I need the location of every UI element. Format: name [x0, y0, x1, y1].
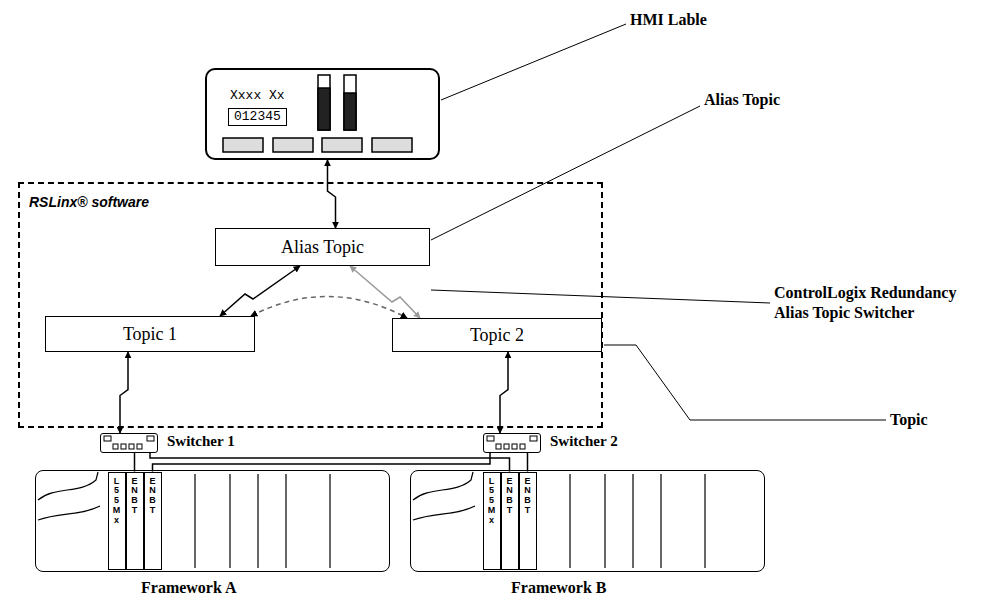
ethernet-module: ENBT	[501, 472, 519, 570]
link-arrow	[251, 296, 407, 318]
link-arrow	[500, 352, 508, 433]
port-symbol	[113, 444, 118, 449]
port-symbol	[530, 436, 537, 441]
rack-slot	[257, 474, 258, 568]
ethernet-module: ENBT	[144, 472, 162, 570]
topic-box: Topic 2	[392, 318, 602, 352]
rack-slot	[194, 474, 195, 568]
node-text: L55Mx	[112, 477, 121, 569]
link-arrow	[350, 266, 420, 318]
port-symbol	[137, 444, 142, 449]
topic-box: Topic 1	[45, 316, 255, 352]
rack-cable	[38, 506, 100, 520]
hmi-button	[322, 138, 362, 152]
rack-slot	[660, 474, 661, 568]
rack-cable	[38, 472, 98, 500]
hmi-button	[223, 138, 263, 152]
port-symbol	[496, 444, 501, 449]
rack-slot	[604, 474, 605, 568]
software-region: RSLinx® softwareAlias TopicTopic 1 Topic …	[18, 182, 603, 428]
leader-line	[604, 345, 886, 420]
node-text: ENBT	[130, 477, 139, 569]
rack-slot	[569, 474, 570, 568]
node-text: Topic 2	[470, 325, 524, 346]
hmi-button	[372, 138, 412, 152]
bar-fill	[344, 93, 356, 130]
link-arrow	[220, 266, 300, 316]
node-text: Switcher 1	[167, 432, 235, 450]
node-text: RSLinx® software	[29, 194, 149, 210]
node-text: Framework B	[511, 579, 607, 597]
port-symbol	[512, 444, 517, 449]
rack-slot	[704, 474, 705, 568]
node-text: ENBT	[505, 477, 514, 569]
hmi-button	[273, 138, 313, 152]
network-cable	[527, 453, 529, 472]
leader-line	[431, 290, 770, 303]
link-arrow	[328, 160, 336, 228]
node-text: Topic 1	[123, 324, 177, 345]
rack-slot	[285, 474, 286, 568]
network-cable	[153, 453, 491, 472]
node-text: Framework A	[141, 579, 237, 597]
node-text: L55Mx	[487, 477, 496, 569]
switch-icon: Switcher 2	[483, 433, 541, 453]
link-arrow	[120, 352, 128, 433]
network-cable	[150, 453, 510, 472]
controller-module: L55Mx	[483, 472, 501, 570]
node-text: ENBT	[523, 477, 532, 569]
callout-label: Alias Topic	[704, 90, 780, 110]
network-cable	[134, 453, 136, 472]
rack-chassis: Framework AL55MxENBTENBT	[35, 470, 390, 572]
rack-cable	[413, 472, 473, 500]
port-symbol	[104, 436, 111, 441]
callout-label: ControlLogix Redundancy Alias Topic Swit…	[774, 283, 984, 323]
controller-module: L55Mx	[108, 472, 126, 570]
hmi-panel: Xxxx Xx 012345	[205, 68, 440, 160]
port-symbol	[147, 436, 154, 441]
node-text: Xxxx Xx	[230, 88, 285, 103]
switch-icon: Switcher 1	[100, 433, 158, 453]
port-symbol	[487, 436, 494, 441]
callout-label: Topic	[890, 410, 928, 430]
node-text: Switcher 2	[550, 432, 618, 450]
ethernet-module: ENBT	[519, 472, 537, 570]
bar-gauge	[318, 75, 330, 130]
rack-slot	[329, 474, 330, 568]
node-text: 012345	[228, 108, 287, 126]
topic-box: Alias Topic	[215, 228, 430, 266]
node-text: Alias Topic	[281, 237, 364, 258]
port-symbol	[121, 444, 126, 449]
port-symbol	[129, 444, 134, 449]
leader-line	[441, 24, 626, 100]
rack-cable	[413, 506, 475, 520]
bar-gauge	[344, 75, 356, 130]
port-symbol	[504, 444, 509, 449]
callout-label: HMI Lable	[630, 10, 707, 30]
rack-slot	[229, 474, 230, 568]
rack-chassis: Framework BL55MxENBTENBT	[410, 470, 765, 572]
leader-line	[431, 106, 700, 240]
node-text: ENBT	[148, 477, 157, 569]
ethernet-module: ENBT	[126, 472, 144, 570]
port-symbol	[520, 444, 525, 449]
rack-slot	[632, 474, 633, 568]
bar-fill	[318, 88, 330, 130]
